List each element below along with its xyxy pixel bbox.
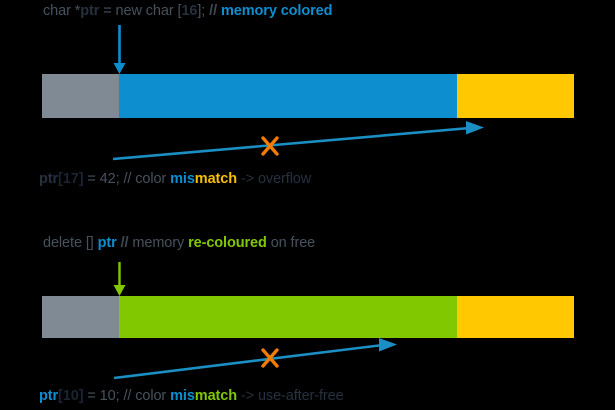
memory-bar-allocated: [42, 74, 574, 118]
memory-segment-allocated: [119, 74, 457, 118]
code-token-ptr: ptr: [97, 235, 117, 251]
memory-segment-redzone-right: [457, 74, 574, 118]
ptr-pointer-arrow-free: [113, 262, 126, 296]
result-token-ptr: ptr: [39, 388, 59, 404]
result-token-mis: mis: [170, 171, 195, 187]
code-token-type: char *: [43, 3, 81, 19]
result-token-assign: = 10;: [83, 388, 124, 404]
code-token-comment-memory: memory: [132, 235, 189, 251]
result-token-index: [17]: [58, 171, 84, 187]
code-token-semicolon: ];: [197, 3, 210, 19]
memory-segment-redzone-left: [42, 296, 119, 338]
code-token-comment-recoloured: re-coloured: [188, 235, 267, 251]
code-token-comment-onfree: on free: [266, 235, 316, 251]
mismatch-x-icon-uaf: [261, 348, 279, 368]
ptr-pointer-arrow-alloc: [113, 25, 126, 74]
result-token-mis: mis: [170, 388, 195, 404]
result-token-ptr: ptr: [39, 171, 59, 187]
code-token-comment-slashes: //: [209, 3, 221, 19]
use-after-free-result-line: ptr[10] = 10; // color mismatch -> use-a…: [39, 387, 344, 405]
use-after-free-access-arrow: [113, 338, 397, 380]
result-token-assign: = 42;: [83, 171, 124, 187]
code-token-size: 16: [181, 3, 198, 19]
code-token-ptr: ptr: [80, 3, 100, 19]
result-token-index: [10]: [58, 388, 84, 404]
allocation-code-line: char *ptr = new char [16]; // memory col…: [43, 2, 332, 20]
result-token-outcome: -> overflow: [237, 171, 312, 187]
delete-code-line: delete [] ptr // memory re-coloured on f…: [43, 234, 315, 252]
memory-segment-redzone-left: [42, 74, 119, 118]
result-token-outcome: -> use-after-free: [237, 388, 344, 404]
code-token-comment-slashes: //: [120, 235, 133, 251]
memory-segment-redzone-right: [457, 296, 574, 338]
code-token-delete: delete []: [43, 235, 98, 251]
memory-segment-freed: [119, 296, 457, 338]
memory-bar-freed: [42, 296, 574, 338]
code-token-comment-text: memory colored: [220, 3, 333, 19]
result-token-comment: // color: [123, 388, 171, 404]
code-token-new: = new char [: [99, 3, 182, 19]
result-token-comment: // color: [123, 171, 171, 187]
mismatch-x-icon-overflow: [261, 136, 279, 156]
out-of-bounds-access-arrow: [112, 121, 484, 161]
result-token-match: match: [194, 388, 237, 404]
result-token-match: match: [194, 171, 237, 187]
overflow-result-line: ptr[17] = 42; // color mismatch -> overf…: [39, 170, 311, 188]
